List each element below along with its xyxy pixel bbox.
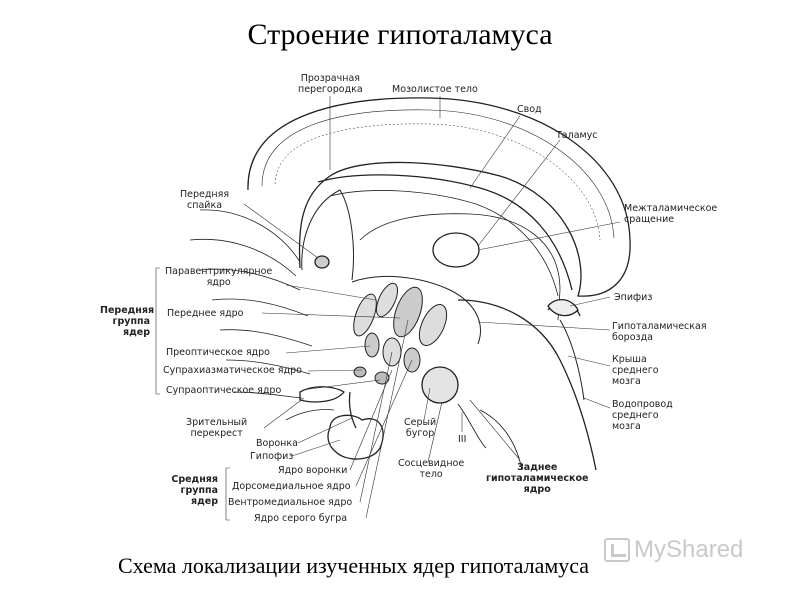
label-optic-chiasm: Зрительный перекрест [186,417,248,439]
label-septum: Прозрачная перегородка [298,73,363,95]
label-corpus-callosum: Мозолистое тело [392,84,478,95]
mammillary-body-shape [421,366,459,404]
hypophysis-shape [327,414,384,460]
label-suprachiasmatic-nucleus: Супрахиазматическое ядро [163,365,302,376]
label-paraventricular-nucleus: Паравентрикулярное ядро [165,266,273,288]
figure-caption: Схема локализации изученных ядер гипотал… [118,553,590,578]
label-preoptic-nucleus: Преоптическое ядро [166,347,270,358]
label-infundibulum: Воронка [256,438,298,449]
septum-shape [301,189,354,281]
label-supraoptic-nucleus: Супраоптическое ядро [166,385,282,396]
label-midbrain-tectum: Крыша среднего мозга [612,354,659,387]
optic-chiasm-shape [299,386,345,403]
label-tuber-nucleus: Ядро серого бугра [254,513,348,524]
myshared-watermark: MyShared [604,536,743,564]
label-epiphysis: Эпифиз [614,292,653,303]
label-tuber-cinereum: Серый бугор [404,417,437,439]
label-fornix: Свод [517,104,542,115]
page-title: Строение гипоталамуса [247,18,553,51]
label-dorsomedial-nucleus: Дорсомедиальное ядро [232,481,351,492]
aqueduct-shape [559,319,585,401]
presentation-icon [604,538,630,562]
epiphysis-shape [547,299,579,317]
label-thalamus: Таламус [556,130,598,141]
label-anterior-commissure: Передняя спайка [180,189,230,211]
label-roman-three: III [458,434,467,445]
label-anterior-nucleus: Переднее ядро [167,308,244,319]
label-mammillary-body: Сосцевидное тело [398,458,465,480]
label-posterior-hypothalamic-nucleus: Заднее гипоталамическое ядро [486,462,589,495]
group-anterior-nuclei: Передняя группа ядер [100,305,155,338]
watermark-text: MyShared [634,536,744,563]
label-interthalamic-adhesion: Межталамическое сращение [624,203,718,225]
anterior-commissure-shape [314,255,330,269]
label-hypophysis: Гипофиз [250,451,294,462]
label-cerebral-aqueduct: Водопровод среднего мозга [612,399,673,432]
group-middle-nuclei: Средняя группа ядер [171,474,218,507]
thalamus-oval [432,232,480,268]
label-hypothalamic-sulcus: Гипоталамическая борозда [612,321,707,343]
infundibulum-shape [348,391,357,429]
label-infundibular-nucleus: Ядро воронки [278,465,348,476]
label-ventromedial-nucleus: Вентромедиальное ядро [228,497,353,508]
fornix-shape [317,174,573,291]
corpus-callosum-shape [247,97,631,297]
